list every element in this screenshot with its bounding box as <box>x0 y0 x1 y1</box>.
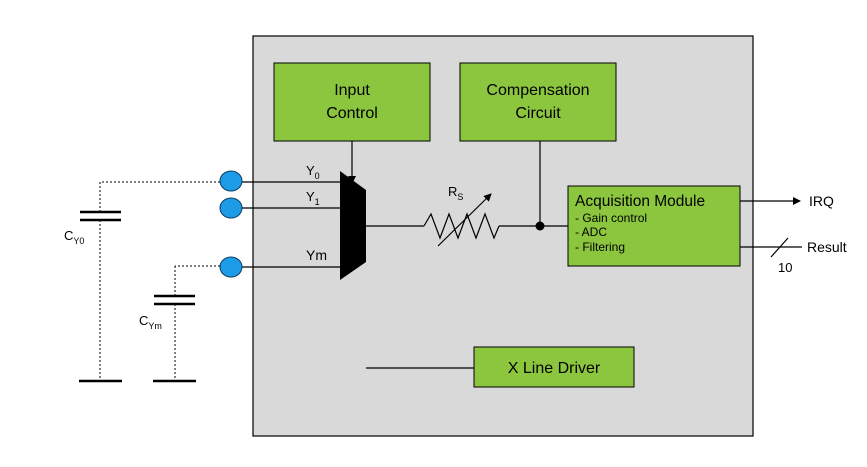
acquisition-module-title: Acquisition Module <box>575 193 705 210</box>
compensation-circuit-block: Compensation Circuit <box>459 62 617 142</box>
acquisition-module-block: Acquisition Module - Gain control - ADC … <box>567 185 741 267</box>
compensation-circuit-line1: Compensation <box>486 82 589 99</box>
x-line-driver-label: X Line Driver <box>508 360 601 377</box>
input-control-line2: Control <box>326 105 378 122</box>
input-control-block: Input Control <box>273 62 431 142</box>
pin-y0 <box>219 170 243 192</box>
cy0-label: CY0 <box>64 228 84 246</box>
variable-resistor <box>423 212 500 240</box>
junction-node <box>535 221 545 231</box>
acquisition-item-filtering: - Filtering <box>575 240 625 254</box>
x-line-driver-block: X Line Driver <box>473 346 635 388</box>
cym-label: CYm <box>139 313 162 331</box>
compensation-circuit-line2: Circuit <box>515 105 561 122</box>
capacitor-cym <box>153 265 220 383</box>
result-label: Result <box>807 239 847 255</box>
input-control-line1: Input <box>334 82 370 99</box>
resistor-label: RS <box>448 184 463 202</box>
y0-label: Y0 <box>306 163 320 181</box>
variable-resistor-arrow <box>437 193 492 247</box>
irq-label: IRQ <box>809 193 834 209</box>
y1-label: Y1 <box>306 189 320 207</box>
capacitor-cy0 <box>79 181 220 383</box>
pin-y1 <box>219 197 243 219</box>
ym-label: Ym <box>306 247 327 263</box>
multiplexer <box>340 171 366 280</box>
bus-slash <box>770 237 789 258</box>
acquisition-item-adc: - ADC <box>575 225 607 239</box>
bus-width-label: 10 <box>778 260 792 275</box>
acquisition-item-gain: - Gain control <box>575 211 647 225</box>
pin-ym <box>219 256 243 278</box>
